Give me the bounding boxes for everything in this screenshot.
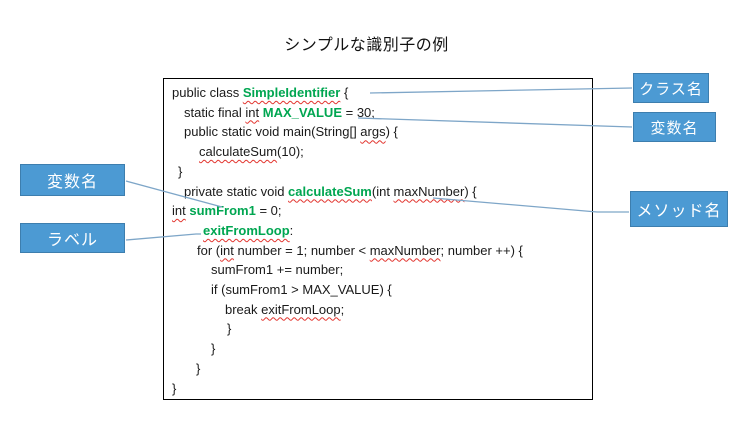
- code-text: public static void main(String[]: [184, 124, 361, 140]
- identifier-token: SimpleIdentifier: [242, 85, 341, 100]
- code-line: private static void calculateSum(int max…: [172, 182, 592, 202]
- code-text: = 0;: [255, 203, 282, 219]
- code-text: }: [172, 380, 177, 396]
- page-title: シンプルな識別子の例: [284, 37, 449, 54]
- code-line: }: [172, 162, 592, 182]
- code-line: for (int number = 1; number < maxNumber;…: [172, 241, 592, 261]
- identifier-token: exitFromLoop: [261, 301, 341, 317]
- code-text: }: [196, 360, 201, 376]
- code-line: break exitFromLoop;: [172, 300, 592, 320]
- callout-class-name: クラス名: [633, 73, 709, 103]
- code-text: private static void: [184, 183, 289, 199]
- code-line: }: [172, 339, 592, 359]
- code-text: break: [225, 301, 262, 317]
- callout-variable-name-left: 変数名: [20, 164, 125, 196]
- code-line: sumFrom1 += number;: [172, 260, 592, 280]
- code-text: }: [178, 163, 183, 179]
- identifier-token: calculateSum: [288, 183, 372, 199]
- code-text: {: [340, 85, 349, 100]
- identifier-token: exitFromLoop: [203, 222, 290, 238]
- identifier-token: int: [220, 242, 234, 258]
- identifier-token: MAX_VALUE: [262, 104, 342, 120]
- code-text: :: [289, 222, 294, 238]
- code-lines: public class SimpleIdentifier {static fi…: [172, 83, 592, 398]
- code-line: }: [172, 319, 592, 339]
- code-text: public class: [172, 85, 243, 100]
- identifier-token: args: [360, 124, 386, 140]
- code-line: public static void main(String[] args) {: [172, 122, 592, 142]
- code-text: }: [227, 321, 232, 337]
- code-panel: public class SimpleIdentifier {static fi…: [163, 78, 593, 400]
- code-text: ; number ++) {: [440, 242, 523, 258]
- code-line: int sumFrom1 = 0;: [172, 201, 592, 221]
- identifier-token: maxNumber: [393, 183, 465, 199]
- code-text: sumFrom1 += number;: [211, 262, 344, 278]
- code-line: }: [172, 379, 592, 399]
- identifier-token: maxNumber: [369, 242, 441, 258]
- identifier-token: calculateSum: [199, 144, 278, 160]
- code-text: (int: [371, 183, 394, 199]
- code-text: (10);: [277, 144, 304, 160]
- callout-label: ラベル: [20, 223, 125, 253]
- callout-method-name: メソッド名: [630, 191, 728, 227]
- code-text: }: [211, 341, 216, 357]
- code-line: if (sumFrom1 > MAX_VALUE) {: [172, 280, 592, 300]
- identifier-token: sumFrom1: [189, 203, 256, 219]
- code-text: static final: [184, 104, 246, 120]
- code-line: public class SimpleIdentifier {: [172, 83, 592, 103]
- code-line: calculateSum(10);: [172, 142, 592, 162]
- code-line: }: [172, 359, 592, 379]
- code-text: ) {: [385, 124, 398, 140]
- code-line: static final int MAX_VALUE = 30;: [172, 103, 592, 123]
- identifier-token: int: [245, 104, 260, 120]
- code-text: if (sumFrom1 > MAX_VALUE) {: [211, 282, 392, 298]
- code-text: for (: [197, 242, 221, 258]
- code-text: number = 1; number <: [233, 242, 370, 258]
- identifier-token: int: [172, 203, 186, 219]
- callout-variable-name-right: 変数名: [633, 112, 716, 142]
- code-text: ;: [340, 301, 345, 317]
- code-text: = 30;: [342, 104, 375, 120]
- code-line: exitFromLoop:: [172, 221, 592, 241]
- code-text: ) {: [464, 183, 477, 199]
